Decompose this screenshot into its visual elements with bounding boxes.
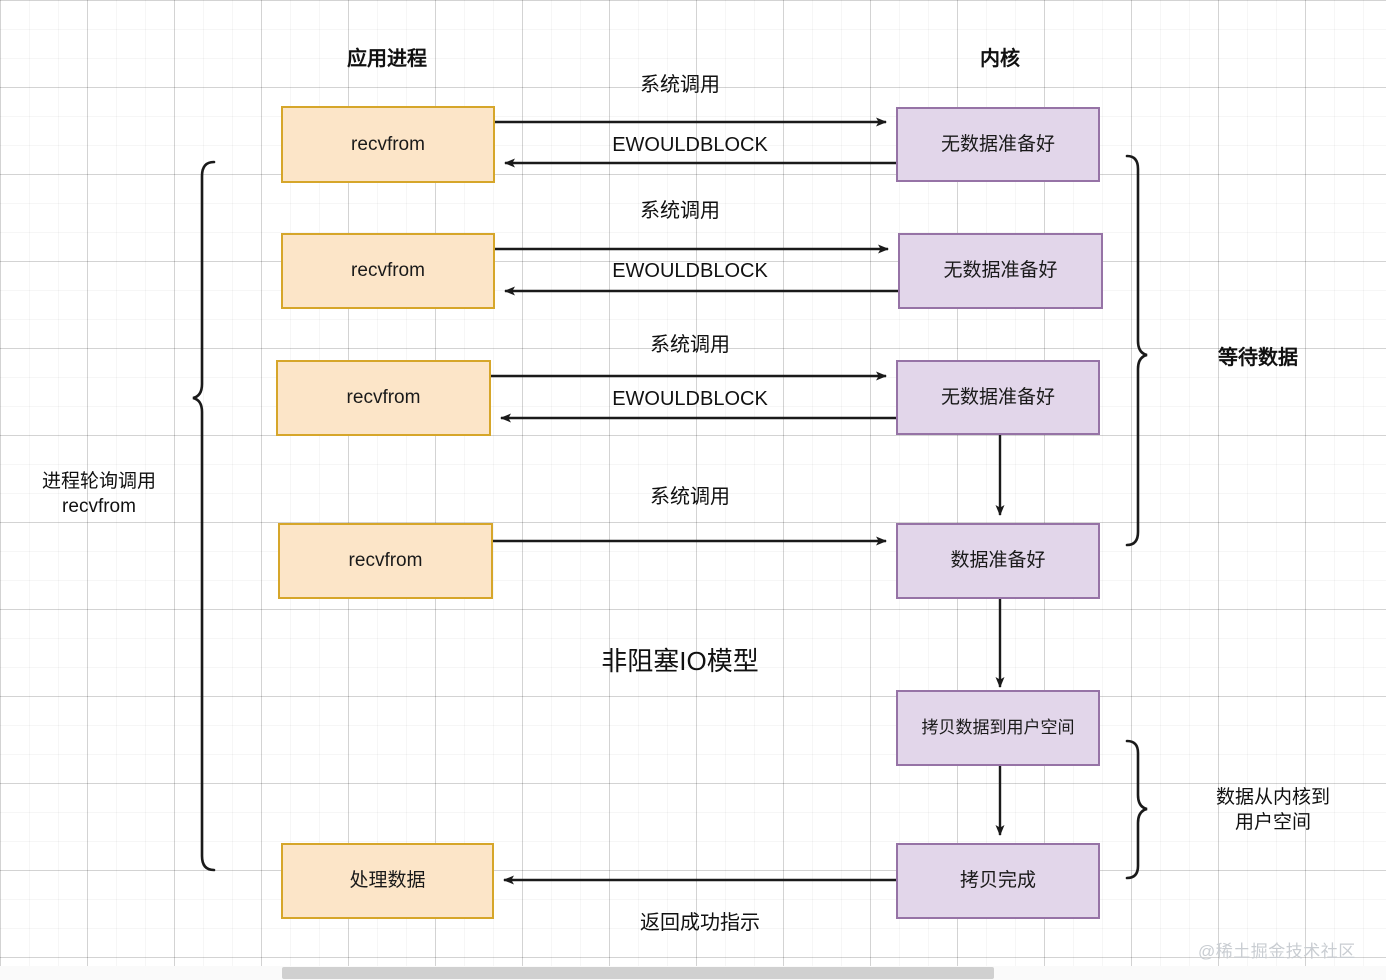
horizontal-scrollbar-thumb[interactable] <box>282 967 994 979</box>
kernel-node-copy-done[interactable]: 拷贝完成 <box>896 843 1100 919</box>
kernel-node-data-ready[interactable]: 数据准备好 <box>896 523 1100 599</box>
annotation-left-brace: 进程轮询调用 recvfrom <box>41 471 156 517</box>
node-label: 拷贝数据到用户空间 <box>921 718 1075 738</box>
horizontal-scrollbar-track[interactable] <box>0 966 1386 980</box>
edge-label-syscall-3: 系统调用 <box>650 334 730 356</box>
edge-label-ewouldblock-1: EWOULDBLOCK <box>612 134 768 156</box>
left-brace <box>192 160 216 872</box>
node-label: 拷贝完成 <box>959 870 1036 892</box>
node-label: recvfrom <box>351 133 425 155</box>
annotation-copy-to-userspace: 数据从内核到 用户空间 <box>1215 787 1330 833</box>
kernel-node-no-data-2[interactable]: 无数据准备好 <box>898 233 1103 309</box>
right-brace-copy <box>1125 739 1148 880</box>
annotation-wait-data: 等待数据 <box>1218 347 1298 369</box>
node-label: recvfrom <box>346 387 421 409</box>
edge-label-ewouldblock-2: EWOULDBLOCK <box>612 260 768 282</box>
process-node-recvfrom-4[interactable]: recvfrom <box>278 523 493 599</box>
node-label: 无数据准备好 <box>943 260 1058 282</box>
process-node-recvfrom-2[interactable]: recvfrom <box>281 233 495 309</box>
kernel-node-no-data-3[interactable]: 无数据准备好 <box>896 360 1100 435</box>
kernel-node-no-data-1[interactable]: 无数据准备好 <box>896 107 1100 182</box>
node-label: 无数据准备好 <box>940 133 1055 155</box>
process-node-recvfrom-3[interactable]: recvfrom <box>276 360 491 436</box>
column-header-kernel: 内核 <box>980 48 1020 70</box>
node-label: 数据准备好 <box>950 550 1046 572</box>
node-label: recvfrom <box>351 260 425 282</box>
process-node-handle-data[interactable]: 处理数据 <box>281 843 494 919</box>
process-node-recvfrom-1[interactable]: recvfrom <box>281 106 495 183</box>
node-label: 处理数据 <box>349 870 426 892</box>
watermark: @稀土掘金技术社区 <box>1198 942 1356 961</box>
diagram-title: 非阻塞IO模型 <box>601 646 759 676</box>
kernel-node-copy-to-userspace[interactable]: 拷贝数据到用户空间 <box>896 690 1100 766</box>
edge-label-ewouldblock-3: EWOULDBLOCK <box>612 388 768 410</box>
edge-label-syscall-4: 系统调用 <box>650 486 730 508</box>
edge-label-syscall-2: 系统调用 <box>640 200 720 222</box>
edge-label-return-success: 返回成功指示 <box>640 912 760 934</box>
column-header-process: 应用进程 <box>347 48 427 70</box>
node-label: 无数据准备好 <box>940 386 1055 408</box>
node-label: recvfrom <box>348 550 423 572</box>
right-brace-wait <box>1125 154 1148 547</box>
edge-label-syscall-1: 系统调用 <box>640 74 720 96</box>
